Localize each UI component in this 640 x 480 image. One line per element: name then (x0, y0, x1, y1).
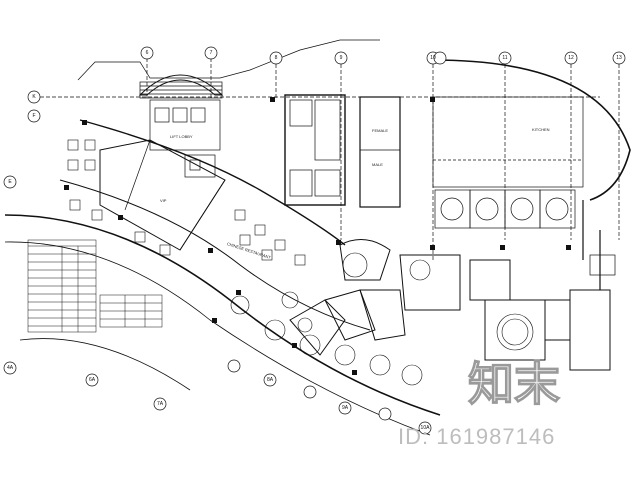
grid-tag-top: 10 (430, 55, 436, 61)
label-lift-lobby: LIFT LOBBY (170, 134, 193, 139)
lift-lobby-block (149, 99, 221, 151)
outer-wall-arc-2 (4, 241, 431, 436)
grid-tag-bottom: 9A (341, 405, 349, 411)
label-kitchen: KITCHEN (532, 127, 550, 132)
vip-room (99, 139, 226, 251)
grid-bubbles (3, 46, 626, 435)
schedule-table-2 (99, 294, 163, 328)
kitchen-curved-wall (432, 59, 631, 201)
columns (64, 97, 571, 375)
schedule-table-1 (27, 239, 97, 333)
dining-tables (67, 139, 534, 386)
label-vip: VIP (160, 198, 167, 203)
grid-tag-top: 12 (568, 55, 574, 61)
toilet-block (359, 96, 401, 208)
kitchen-area (432, 96, 584, 188)
watermark-logo: 知末 (467, 356, 560, 411)
private-rooms-row (434, 189, 576, 229)
entrance-canopy (138, 74, 224, 96)
grid-tag-top: 9 (339, 55, 343, 61)
grid-tag-bottom: 10A (420, 425, 430, 431)
grid-tag-top: 13 (616, 55, 622, 61)
grid-tag-bottom: 7A (156, 401, 164, 407)
grid-tag-top: 7 (209, 50, 213, 56)
grid-tag-bottom: 4A (6, 365, 14, 371)
grid-tag-left: E (8, 179, 12, 185)
label-male: MALE (372, 162, 383, 167)
grid-tag-bottom: 6A (88, 377, 96, 383)
inner-wall-arc (79, 119, 346, 246)
watermark-id: ID: 161987146 (398, 424, 556, 449)
label-female: FEMALE (372, 128, 389, 133)
grid-tag-left: F (32, 113, 36, 119)
stair-core (284, 94, 346, 206)
grid-tag-bottom: 8A (266, 377, 274, 383)
grid-tag-left: K (32, 94, 36, 100)
svg-text:知末: 知末 (468, 357, 560, 411)
grid-tag-top: 11 (502, 55, 508, 61)
site-boundary-line (77, 39, 380, 81)
grid-tag-top: 6 (145, 50, 149, 56)
grid-tag-top: 8 (274, 55, 278, 61)
outer-wall-arc-3 (19, 338, 191, 391)
private-rooms-lower (289, 239, 611, 371)
outer-wall-arc-1 (4, 214, 441, 416)
